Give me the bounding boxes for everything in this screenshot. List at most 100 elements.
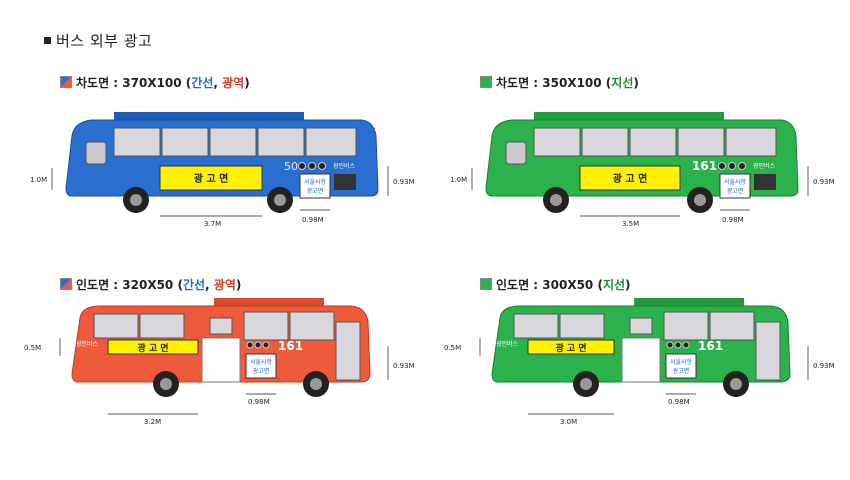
- info-line-2: 광고면: [253, 367, 270, 375]
- dim-door: 0.98M: [248, 398, 270, 406]
- bus-illustration: 광 고 면 506 광인버스 서울사항 광고면 1.0M 3.7M 0.98M …: [30, 112, 415, 228]
- side-label: 인도면: [496, 278, 530, 292]
- front-door: [201, 337, 241, 383]
- ad-area: [527, 339, 615, 355]
- category-trunk: 간선: [191, 76, 214, 90]
- dim-rear: 0.93M: [393, 178, 415, 186]
- rear-door: [755, 321, 781, 381]
- caption-close: ): [633, 76, 639, 90]
- category-metro: 광역: [213, 278, 236, 292]
- size-label: : 320X50 (: [109, 278, 183, 292]
- caption-close: ): [244, 76, 250, 90]
- panel-sidewalk-branch: 인도면 : 300X50 (지선) 광인버스 광 고 면 161 서울사항 광고…: [444, 276, 844, 456]
- indicator-light: [674, 341, 682, 349]
- dim-width: 3.5M: [622, 220, 639, 228]
- indicator-light: [738, 162, 746, 170]
- ad-area: [107, 339, 199, 355]
- indicator-light: [262, 341, 270, 349]
- category-sep: ,: [205, 278, 214, 292]
- bus-illustration: 광인버스 광 고 면 161 서울사항 광고면 0.5M 3.0M 0.98M …: [444, 298, 835, 426]
- dim-width: 3.7M: [204, 220, 221, 228]
- ad-area-label: 광 고 면: [613, 172, 648, 185]
- indicator-light: [318, 162, 326, 170]
- operator-badge: 광인버스: [753, 162, 776, 170]
- bus-side-windows: [513, 311, 755, 341]
- panel-caption: 차도면 : 370X100 (간선, 광역): [60, 74, 250, 91]
- bus-roof: [114, 112, 304, 120]
- size-label: : 370X100 (: [109, 76, 192, 90]
- indicator-light: [246, 341, 254, 349]
- route-number: 161: [698, 339, 723, 353]
- bus-side-windows: [113, 127, 357, 157]
- dim-width: 3.0M: [560, 418, 577, 426]
- indicator-light: [682, 341, 690, 349]
- dim-door: 0.98M: [722, 216, 744, 224]
- bus-side-windows: [93, 311, 335, 341]
- category-sep: ,: [213, 76, 223, 90]
- info-line-1: 서울사항: [670, 358, 693, 366]
- bus-roof: [214, 298, 324, 306]
- category-branch: 지선: [602, 278, 626, 292]
- category-metro: 광역: [222, 76, 245, 90]
- dim-height: 0.5M: [24, 344, 41, 352]
- dimension-lines: [59, 338, 389, 415]
- rear-grille: [334, 174, 356, 190]
- bus-roof: [534, 112, 724, 120]
- panel-caption: 차도면 : 350X100 (지선): [480, 74, 639, 91]
- dim-height: 0.5M: [444, 344, 461, 352]
- info-panel: [299, 173, 331, 199]
- front-door: [621, 337, 661, 383]
- rear-grille: [754, 174, 776, 190]
- page-title-text: 버스 외부 광고: [56, 32, 153, 50]
- size-label: : 350X100 (: [529, 76, 612, 90]
- info-panel: [719, 173, 751, 199]
- info-line-1: 서울사항: [304, 178, 327, 186]
- dim-height: 1.0M: [30, 176, 47, 184]
- dim-door: 0.98M: [302, 216, 324, 224]
- operator-badge: 광인버스: [76, 340, 99, 348]
- blue-red-square-icon: [60, 76, 72, 88]
- dim-height: 1.0M: [450, 176, 467, 184]
- dim-rear: 0.93M: [813, 362, 835, 370]
- side-label: 인도면: [76, 278, 110, 292]
- size-label: : 300X50 (: [529, 278, 603, 292]
- dim-rear: 0.93M: [813, 178, 835, 186]
- indicator-light: [666, 341, 674, 349]
- info-line-2: 광고면: [673, 367, 690, 375]
- ad-area-label: 광 고 면: [137, 342, 168, 354]
- bus-illustration: 광인버스 광 고 면 161 서울사항 광고면 0.5M 3.2M 0.98M …: [24, 298, 415, 426]
- operator-badge: 광인버스: [496, 340, 519, 348]
- category-trunk: 간선: [182, 278, 206, 292]
- indicator-light: [308, 162, 316, 170]
- dimension-lines: [51, 166, 389, 217]
- route-number: 161: [278, 339, 303, 353]
- category-branch: 지선: [611, 76, 634, 90]
- panel-roadside-trunk: 차도면 : 370X100 (간선, 광역) 광 고 면 506 광인버스 서울…: [30, 74, 424, 254]
- bus-illustration: 광 고 면 161 광인버스 서울사항 광고면 1.0M 3.5M 0.98M …: [450, 112, 835, 228]
- dim-door: 0.98M: [668, 398, 690, 406]
- dimension-lines: [479, 338, 809, 415]
- indicator-light: [718, 162, 726, 170]
- ad-area-label: 광 고 면: [555, 342, 586, 354]
- bullet-square-icon: [44, 37, 51, 44]
- rear-door: [335, 321, 361, 381]
- info-line-2: 광고면: [727, 187, 744, 195]
- info-line-2: 광고면: [307, 187, 324, 195]
- route-number: 161: [692, 159, 717, 173]
- side-label: 차도면: [76, 76, 110, 90]
- indicator-light: [728, 162, 736, 170]
- caption-close: ): [235, 278, 242, 292]
- panel-roadside-branch: 차도면 : 350X100 (지선) 광 고 면 161 광인버스 서울사항 광…: [450, 74, 844, 254]
- bus-side-windows: [533, 127, 777, 157]
- panel-sidewalk-trunk: 인도면 : 320X50 (간선, 광역) 광인버스 광 고 면 161 서울사…: [24, 276, 424, 456]
- dim-width: 3.2M: [144, 418, 161, 426]
- info-panel: [245, 353, 277, 379]
- side-label: 차도면: [496, 76, 530, 90]
- indicator-light: [298, 162, 306, 170]
- info-line-1: 서울사항: [250, 358, 273, 366]
- operator-badge: 광인버스: [333, 162, 356, 170]
- indicator-light: [254, 341, 262, 349]
- info-panel: [665, 353, 697, 379]
- bus-front-window: [505, 141, 527, 165]
- green-square-icon: [480, 278, 492, 290]
